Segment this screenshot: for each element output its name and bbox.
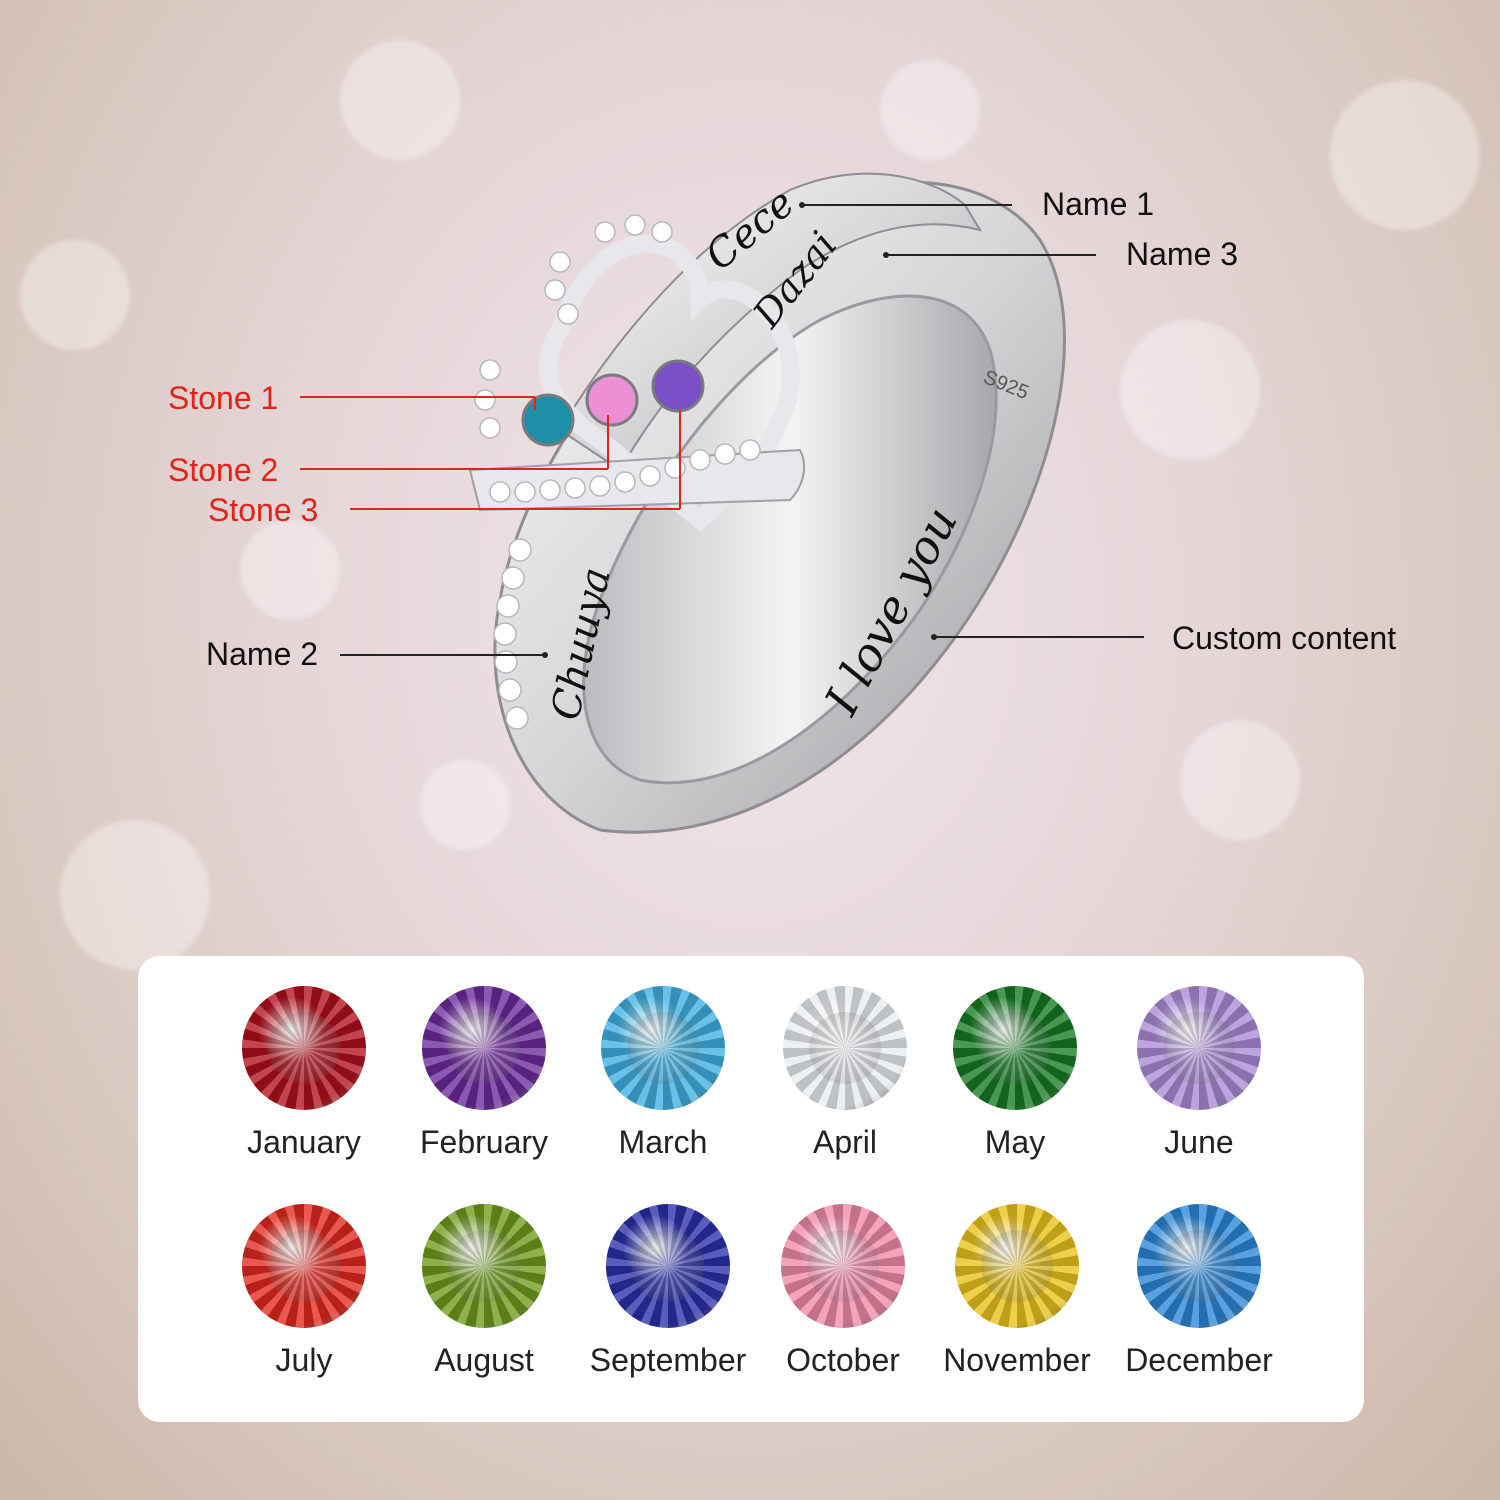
ring-stone-1 — [521, 393, 575, 447]
birthstone-february: February — [394, 986, 574, 1161]
gem-icon — [1137, 986, 1261, 1110]
gem-icon — [783, 986, 907, 1110]
label-stone3: Stone 3 — [208, 492, 319, 528]
birthstone-january: January — [214, 986, 394, 1161]
birthstone-september: September — [578, 1204, 758, 1379]
birthstone-label: March — [618, 1124, 708, 1160]
gem-icon — [606, 1204, 730, 1328]
birthstone-december: December — [1109, 1204, 1289, 1379]
gem-icon — [422, 1204, 546, 1328]
label-custom-content: Custom content — [1172, 620, 1397, 656]
label-name2: Name 2 — [206, 636, 319, 672]
birthstone-july: July — [214, 1204, 394, 1379]
ring-stone-2 — [585, 373, 639, 427]
gem-icon — [953, 986, 1077, 1110]
callout-lines — [300, 204, 1144, 656]
birthstone-june: June — [1109, 986, 1289, 1161]
birthstone-panel: January February March April May June Ju… — [138, 956, 1364, 1422]
birthstone-label: May — [984, 1124, 1046, 1160]
birthstone-label: January — [247, 1124, 361, 1160]
birthstone-label: December — [1125, 1342, 1273, 1378]
birthstone-label: June — [1164, 1124, 1234, 1160]
birthstone-may: May — [925, 986, 1105, 1161]
birthstone-label: November — [943, 1342, 1091, 1378]
birthstone-march: March — [573, 986, 753, 1161]
birthstone-label: February — [419, 1124, 549, 1160]
birthstone-august: August — [394, 1204, 574, 1379]
ring-stone-3 — [651, 359, 705, 413]
birthstone-april: April — [755, 986, 935, 1161]
gem-icon — [1137, 1204, 1261, 1328]
pave-stones — [474, 214, 761, 730]
birthstone-label: July — [275, 1342, 333, 1378]
gem-icon — [242, 1204, 366, 1328]
birthstone-october: October — [753, 1204, 933, 1379]
gem-icon — [422, 986, 546, 1110]
birthstone-label: September — [589, 1342, 747, 1378]
gem-icon — [781, 1204, 905, 1328]
gem-icon — [955, 1204, 1079, 1328]
label-stone2: Stone 2 — [168, 452, 279, 488]
birthstone-label: October — [786, 1342, 900, 1378]
gem-icon — [601, 986, 725, 1110]
label-name1: Name 1 — [1042, 186, 1155, 222]
birthstone-label: April — [812, 1124, 877, 1160]
ring-inner — [582, 294, 998, 785]
birthstone-november: November — [927, 1204, 1107, 1379]
label-stone1: Stone 1 — [168, 380, 279, 416]
gem-icon — [242, 986, 366, 1110]
birthstone-label: August — [434, 1342, 534, 1378]
label-name3: Name 3 — [1126, 236, 1239, 272]
